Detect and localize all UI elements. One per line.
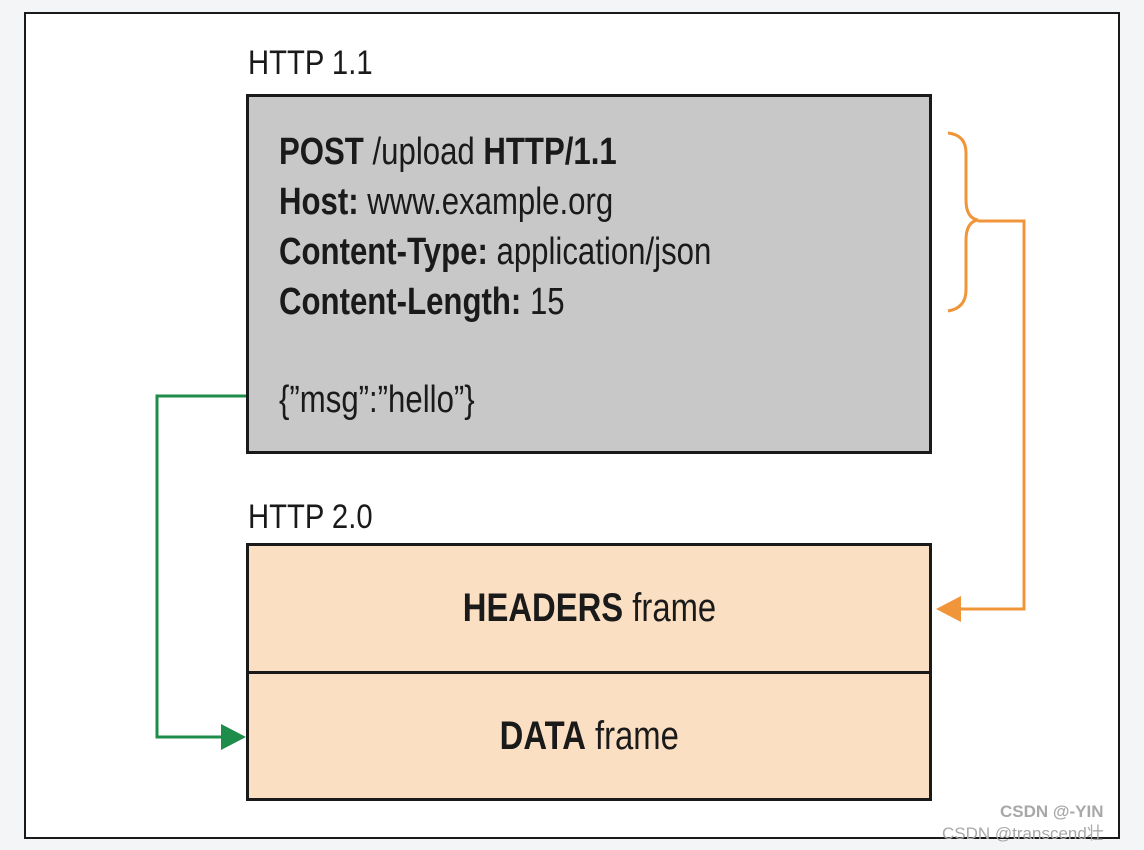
http2-title: HTTP 2.0 xyxy=(248,498,373,536)
header-line-content-type: Content-Type: application/json xyxy=(279,231,711,274)
header-line-host: Host: www.example.org xyxy=(279,181,613,224)
watermark-line-2: CSDN @transcend壮 xyxy=(942,824,1104,843)
headers-frame: HEADERS frame xyxy=(249,546,929,674)
http2-frames-box: HEADERS frame DATA frame xyxy=(246,543,932,801)
http11-request-box: POST /upload HTTP/1.1 Host: www.example.… xyxy=(246,94,932,454)
watermark-line-1: CSDN @-YIN xyxy=(1000,802,1104,821)
header-line-content-length: Content-Length: 15 xyxy=(279,281,565,324)
data-arrowhead xyxy=(221,724,246,750)
header-value: application/json xyxy=(487,231,712,273)
data-frame: DATA frame xyxy=(249,674,929,798)
body-connector-line xyxy=(155,394,246,739)
headers-arrowhead xyxy=(936,596,961,622)
request-method: POST xyxy=(279,131,364,173)
request-body: {”msg”:”hello”} xyxy=(279,379,475,421)
data-frame-label: DATA frame xyxy=(499,713,679,758)
request-version: HTTP/1.1 xyxy=(483,131,617,173)
header-name: Content-Type: xyxy=(279,231,488,273)
header-name: Content-Length: xyxy=(279,281,522,323)
header-value: 15 xyxy=(521,281,565,323)
header-value: www.example.org xyxy=(358,181,614,223)
headers-connector-line xyxy=(958,219,1026,611)
headers-frame-label: HEADERS frame xyxy=(462,586,716,630)
http11-title: HTTP 1.1 xyxy=(248,44,373,82)
request-line: POST /upload HTTP/1.1 xyxy=(279,131,617,174)
request-path: /upload xyxy=(363,131,484,173)
header-name: Host: xyxy=(279,181,359,223)
headers-curly-brace xyxy=(947,131,979,313)
